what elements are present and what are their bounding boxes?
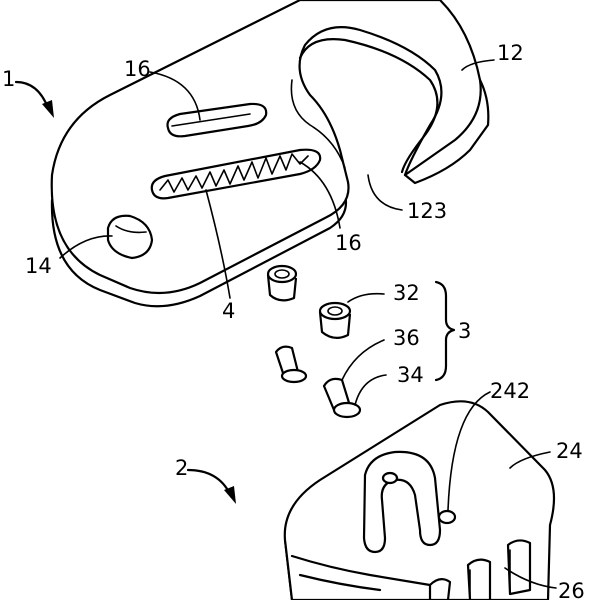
plate-2-side-lines — [290, 554, 432, 592]
hook-arm-side — [403, 78, 490, 185]
label-2: 2 — [175, 456, 188, 480]
label-12: 12 — [497, 41, 524, 65]
hook-inner-rim — [298, 38, 439, 174]
sleeve-left — [266, 264, 298, 302]
pin-left-head — [280, 368, 308, 384]
label-34: 34 — [397, 363, 424, 387]
label-16-bottom: 16 — [335, 231, 362, 255]
label-242: 242 — [490, 379, 530, 403]
leader-26 — [504, 567, 557, 589]
label-14: 14 — [25, 254, 52, 278]
fastener-group-3 — [266, 264, 456, 419]
label-32: 32 — [393, 281, 420, 305]
sleeve-left-bore — [274, 269, 290, 279]
leader-36 — [341, 339, 385, 381]
leader-14 — [59, 235, 113, 259]
spring-4-coils — [159, 153, 309, 193]
leader-16-bottom — [299, 161, 341, 229]
arrow-2-head — [224, 486, 236, 504]
arrow-1-head — [42, 100, 54, 118]
leader-lines — [14, 59, 557, 589]
leader-242 — [447, 391, 491, 511]
label-1: 1 — [2, 67, 15, 91]
reference-numerals: 1 16 12 123 16 14 4 32 3 36 34 2 242 24 … — [2, 41, 585, 600]
leader-34 — [354, 374, 387, 406]
label-123: 123 — [407, 199, 447, 223]
upper-slot-16 — [166, 102, 268, 138]
leader-12 — [461, 59, 495, 71]
label-3: 3 — [458, 319, 471, 343]
sleeve-left-top — [266, 264, 298, 284]
leader-24 — [509, 451, 551, 469]
sleeve-32 — [318, 301, 352, 339]
leader-4 — [205, 189, 231, 299]
roller-2 — [466, 558, 492, 600]
sleeve-32-top — [318, 301, 352, 321]
leader-32 — [347, 292, 385, 303]
pin-left — [274, 345, 308, 384]
plate-1-thickness-edge — [50, 193, 348, 308]
label-26: 26 — [558, 579, 585, 600]
leader-123 — [367, 174, 403, 211]
label-24: 24 — [556, 439, 583, 463]
arrow-2 — [186, 468, 232, 496]
group-3-bracket — [434, 280, 456, 382]
hook-plate-1 — [50, 0, 490, 308]
pin-36 — [322, 377, 362, 419]
roller-1 — [428, 578, 452, 600]
rivet-34-head — [332, 401, 362, 419]
label-16-top: 16 — [124, 57, 151, 81]
label-36: 36 — [393, 326, 420, 350]
leader-16-top — [149, 71, 201, 121]
base-plate-2 — [283, 400, 556, 600]
small-hole — [381, 471, 399, 485]
upper-slot-inner-line — [171, 113, 251, 127]
boss-14-top-edge — [115, 225, 147, 234]
hook-inner-wall — [290, 79, 346, 169]
boss-14 — [106, 214, 154, 260]
hole-242 — [437, 509, 457, 525]
roller-3 — [506, 539, 532, 596]
label-4: 4 — [222, 299, 235, 323]
sleeve-32-bore — [327, 306, 343, 316]
